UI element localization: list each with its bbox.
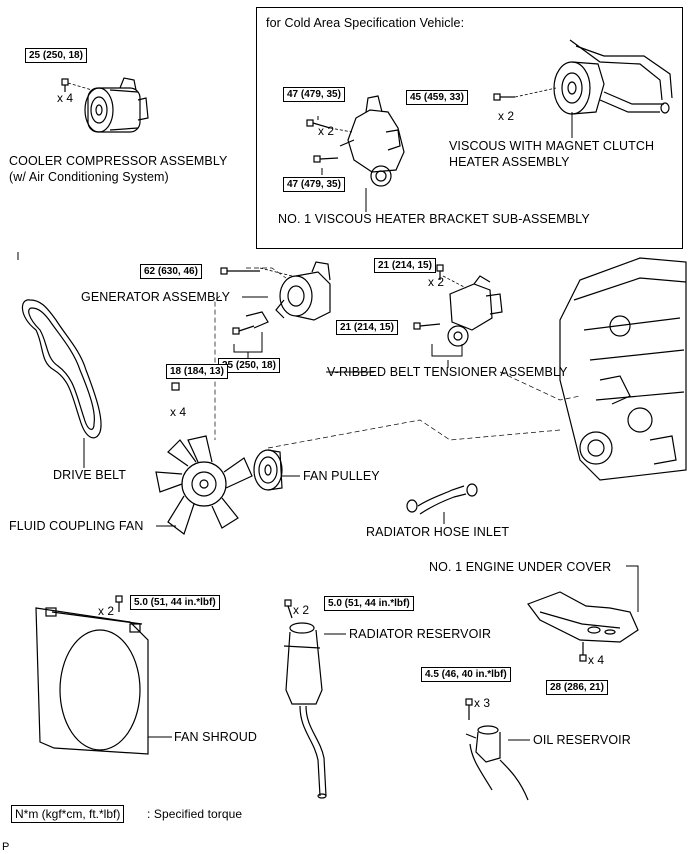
qty-oil-reservoir: x 3 <box>474 696 491 710</box>
label-radiator-reservoir: RADIATOR RESERVOIR <box>349 627 492 641</box>
label-generator: GENERATOR ASSEMBLY <box>81 290 231 304</box>
fan-pulley-drawing <box>253 449 283 491</box>
qty-reservoir: x 2 <box>293 603 310 617</box>
leader-generator-bolt <box>233 332 263 353</box>
cooler-compressor-drawing <box>84 77 149 133</box>
torque-oil-reservoir: 4.5 (46, 40 in.*lbf) <box>421 667 511 682</box>
cold-area-inset <box>256 7 683 249</box>
bracket-bolts-drawing <box>306 119 339 163</box>
torque-generator-top: 62 (630, 46) <box>140 264 202 279</box>
fluid-coupling-fan-drawing <box>155 435 253 535</box>
qty-fan-nut: x 4 <box>170 405 187 419</box>
fan-nut-drawing <box>171 382 180 391</box>
radiator-reservoir-drawing <box>283 622 327 799</box>
legend-unit-box: N*m (kgf*cm, ft.*lbf) <box>11 805 125 823</box>
tensioner-bolts-drawing <box>413 264 444 330</box>
viscous-heater-bracket-drawing <box>339 95 405 187</box>
label-fan-shroud: FAN SHROUD <box>174 730 257 744</box>
leader-under-cover <box>626 565 639 612</box>
legend-text: : Specified torque <box>147 807 243 821</box>
label-bracket: NO. 1 VISCOUS HEATER BRACKET SUB-ASSEMBL… <box>278 212 590 226</box>
qty-bracket: x 2 <box>318 124 335 138</box>
fan-shroud-drawing <box>35 607 149 755</box>
torque-reservoir: 5.0 (51, 44 in.*lbf) <box>324 596 414 611</box>
generator-bolts-drawing <box>220 267 269 335</box>
torque-tensioner-bottom: 21 (214, 15) <box>336 320 398 335</box>
torque-tensioner-top: 21 (214, 15) <box>374 258 436 273</box>
qty-compressor: x 4 <box>57 91 74 105</box>
label-tensioner: V-RIBBED BELT TENSIONER ASSEMBLY <box>327 365 568 379</box>
generator-drawing <box>275 261 331 321</box>
shroud-bolt-drawing <box>115 595 123 612</box>
torque-bracket-top: 47 (479, 35) <box>283 87 345 102</box>
leader-tensioner <box>431 344 463 357</box>
label-oil-reservoir: OIL RESERVOIR <box>533 733 631 747</box>
torque-compressor: 25 (250, 18) <box>25 48 87 63</box>
belt-tensioner-drawing <box>447 275 503 347</box>
label-compressor-line1: COOLER COMPRESSOR ASSEMBLY <box>9 154 228 168</box>
engine-drawing <box>559 257 687 481</box>
under-cover-bolt-drawing <box>579 642 587 662</box>
qty-shroud: x 2 <box>98 604 115 618</box>
qty-viscous: x 2 <box>498 109 515 123</box>
torque-viscous: 45 (459, 33) <box>406 90 468 105</box>
qty-under-cover: x 4 <box>588 653 605 667</box>
viscous-bolt-drawing <box>493 93 515 101</box>
torque-bracket-bottom: 47 (479, 35) <box>283 177 345 192</box>
inset-title: for Cold Area Specification Vehicle: <box>266 16 465 30</box>
torque-under-cover: 28 (286, 21) <box>546 680 608 695</box>
label-radiator-hose-inlet: RADIATOR HOSE INLET <box>366 525 510 539</box>
drive-belt-drawing <box>21 299 102 439</box>
label-drive-belt: DRIVE BELT <box>53 468 127 482</box>
label-viscous-line2: HEATER ASSEMBLY <box>449 155 570 169</box>
radiator-hose-inlet-drawing <box>406 483 478 515</box>
label-fan-pulley: FAN PULLEY <box>303 469 380 483</box>
footer-mark: P <box>2 841 10 853</box>
label-under-cover: NO. 1 ENGINE UNDER COVER <box>429 560 612 574</box>
torque-shroud: 5.0 (51, 44 in.*lbf) <box>130 595 220 610</box>
oil-reservoir-bolt-drawing <box>465 698 473 720</box>
reservoir-bolt-drawing <box>284 599 293 619</box>
torque-fan-nut: 18 (184, 13) <box>166 364 228 379</box>
label-viscous-line1: VISCOUS WITH MAGNET CLUTCH <box>449 139 655 153</box>
oil-reservoir-drawing <box>465 725 529 801</box>
label-compressor-line2: (w/ Air Conditioning System) <box>9 170 169 184</box>
under-cover-drawing <box>527 591 639 643</box>
label-fluid-coupling-fan: FLUID COUPLING FAN <box>9 519 144 533</box>
qty-tensioner: x 2 <box>428 275 445 289</box>
